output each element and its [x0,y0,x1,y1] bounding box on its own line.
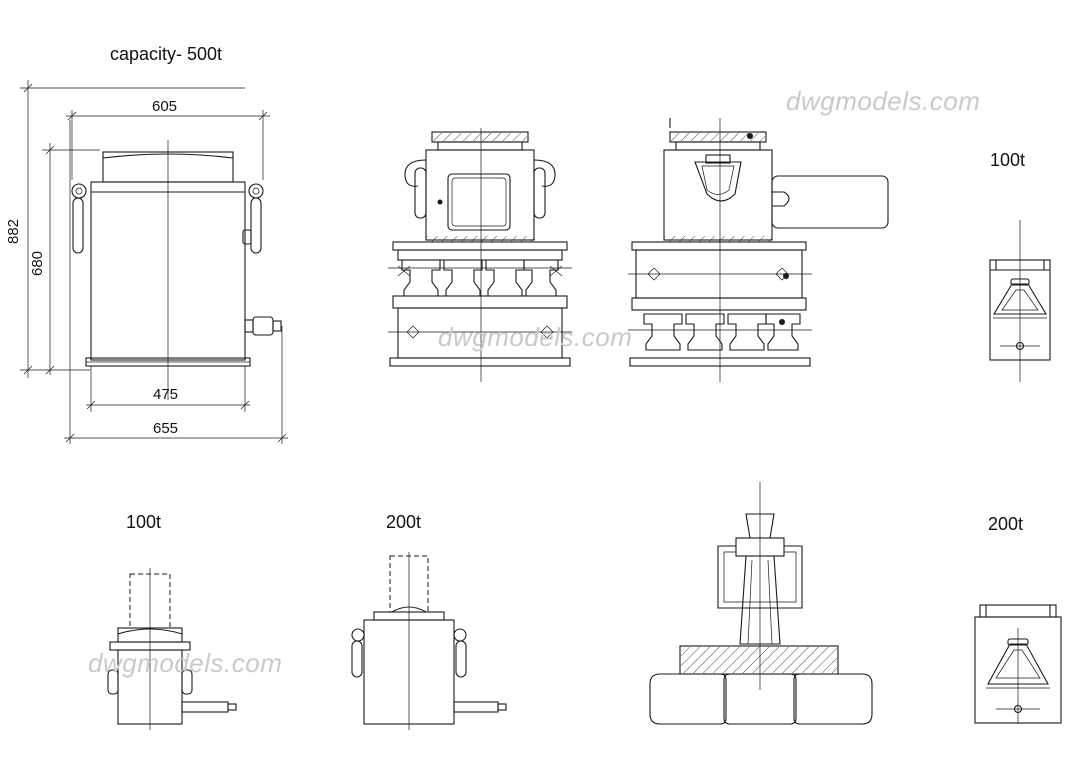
jack-200t-side-view [974,604,1062,724]
dim-overall-width: 655 [153,420,178,437]
label-100t-front: 100t [126,512,161,532]
jack-200t-front [351,552,507,730]
watermark-top-right: dwgmodels.com [786,86,980,116]
jack-on-rails-front [388,128,572,382]
watermark-center: dwgmodels.com [438,322,632,352]
watermark-bottom-left: dwgmodels.com [88,648,282,678]
dim-base-width: 475 [153,386,178,403]
label-200t-front: 200t [386,512,421,532]
dim-body-height: 680 [29,251,46,276]
jack-on-rail-section [649,482,873,725]
jack-500t-elevation [71,140,282,400]
dim-overall-height: 882 [5,219,22,244]
label-100t-side: 100t [990,150,1025,170]
dimension-lines [20,80,288,444]
jack-on-rails-side [628,118,889,382]
label-200t-side: 200t [988,514,1023,534]
jack-100t-side-view [989,220,1051,382]
jack-100t-front [107,568,237,730]
drawing-title: capacity- 500t [110,44,222,64]
dim-top-width: 605 [152,98,177,115]
